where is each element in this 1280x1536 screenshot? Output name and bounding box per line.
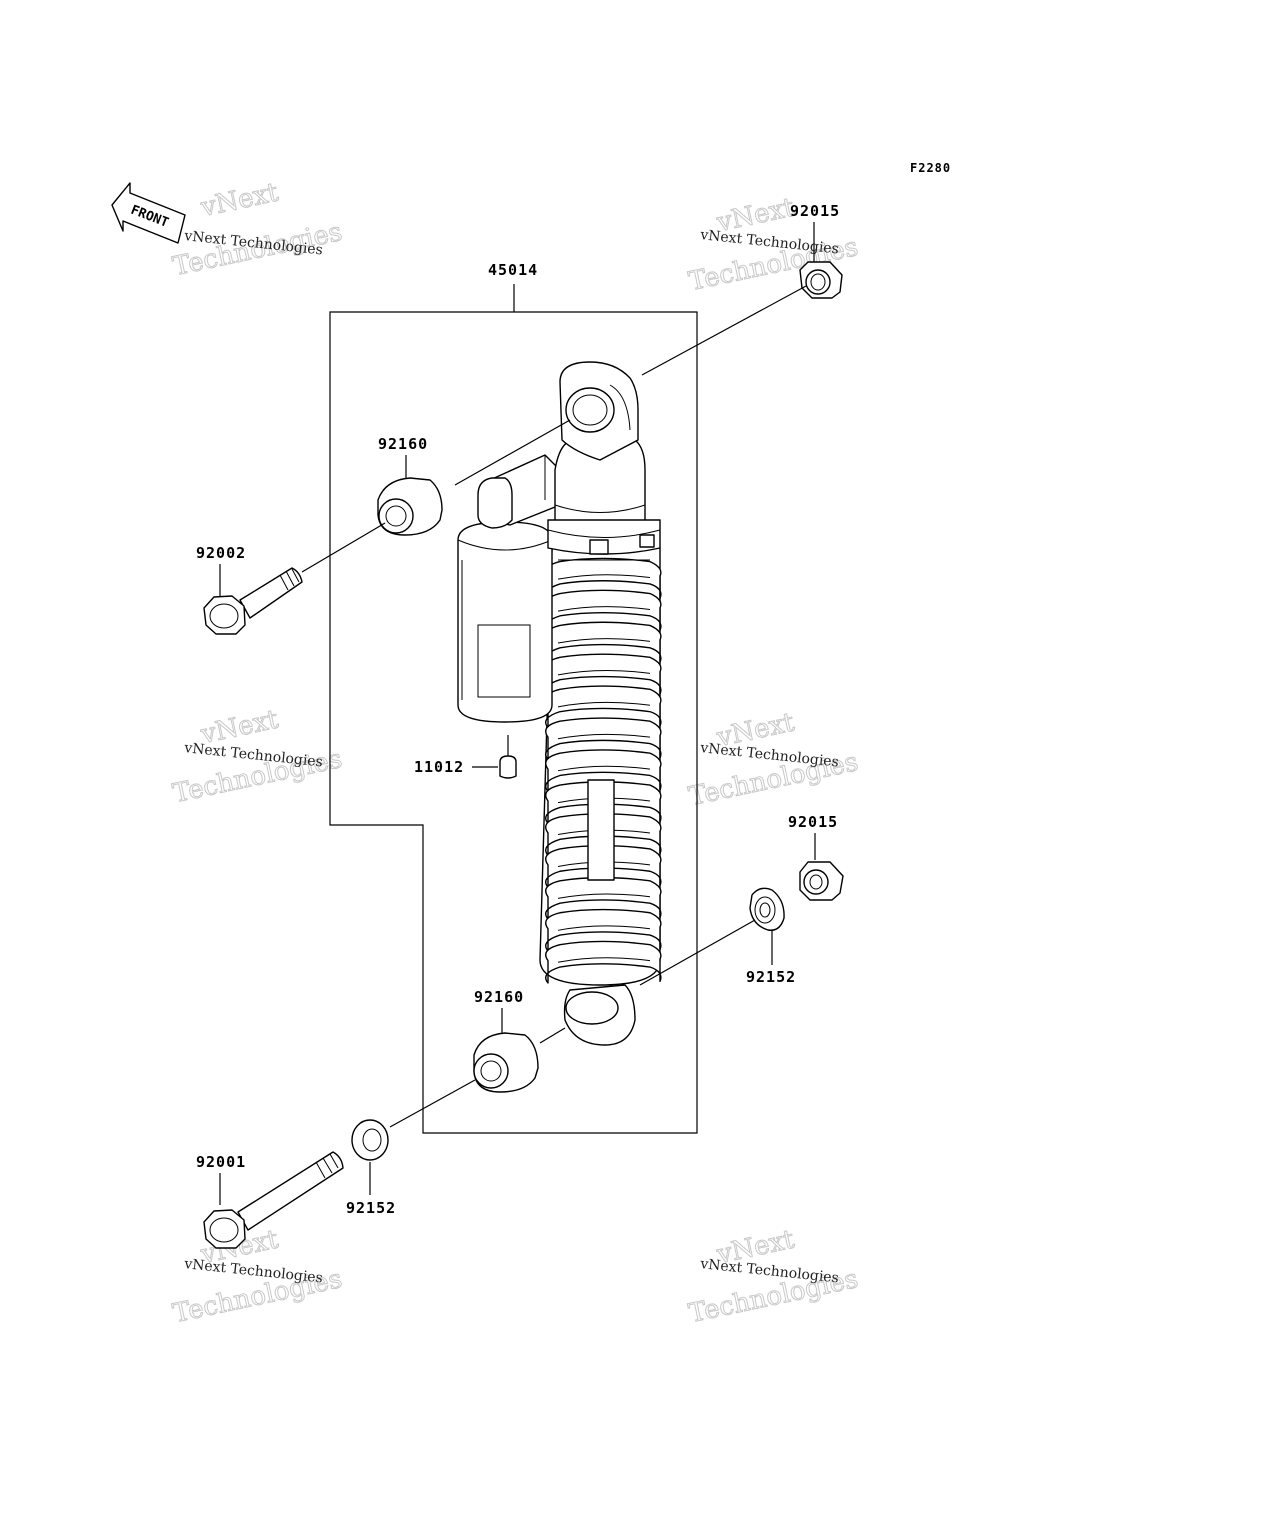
spring-coil bbox=[545, 589, 662, 633]
spring-coil-inner bbox=[557, 574, 651, 580]
figure-code: F2280 bbox=[910, 161, 951, 175]
watermark-top-left: vNext Technologies bbox=[170, 177, 346, 283]
front-arrow-icon: FRONT bbox=[111, 182, 186, 244]
label-collar-bottom: 92160 bbox=[474, 988, 524, 1006]
label-bolt-top: 92002 bbox=[196, 544, 246, 562]
spring-coil bbox=[545, 717, 662, 761]
label-washer-left: 92152 bbox=[346, 1199, 396, 1217]
spring-coil bbox=[545, 653, 662, 697]
coil-spring bbox=[539, 534, 662, 986]
bottom-nut-part: 92015 bbox=[788, 813, 844, 901]
shock-absorber bbox=[457, 361, 662, 1046]
spring-coil bbox=[545, 685, 662, 729]
valve-cap-part: 11012 bbox=[414, 735, 517, 779]
svg-text:vNext: vNext bbox=[198, 177, 282, 223]
spring-coil-inner bbox=[557, 765, 651, 772]
spring-coil bbox=[545, 908, 662, 952]
spring-coil-inner bbox=[557, 638, 651, 644]
spring-coil-inner bbox=[557, 957, 651, 963]
spring-coil bbox=[545, 940, 662, 984]
top-eyelet bbox=[559, 361, 639, 461]
top-collar-part: 92160 bbox=[377, 419, 571, 536]
spring-coil bbox=[545, 621, 662, 665]
spring-coil-inner bbox=[557, 670, 651, 676]
label-bolt-bottom: 92001 bbox=[196, 1153, 246, 1171]
bottom-eyelet bbox=[563, 984, 636, 1046]
label-collar-top: 92160 bbox=[378, 435, 428, 453]
top-bolt-part: 92002 bbox=[196, 522, 386, 635]
label-nut-bottom: 92015 bbox=[788, 813, 838, 831]
assembly-bracket bbox=[329, 284, 698, 1134]
spring-coil-inner bbox=[557, 925, 651, 931]
label-nut-top: 92015 bbox=[790, 202, 840, 220]
spring-coil-inner bbox=[557, 606, 651, 612]
spring-coil bbox=[545, 876, 662, 920]
spring-coil-inner bbox=[557, 893, 651, 899]
left-washer-part: 92152 bbox=[346, 1079, 476, 1217]
right-washer-part: 92152 bbox=[639, 887, 796, 986]
spring-coil-inner bbox=[557, 733, 651, 740]
label-shock-assembly: 45014 bbox=[488, 261, 538, 279]
label-washer-right: 92152 bbox=[746, 968, 796, 986]
bottom-bolt-part: 92001 bbox=[196, 1151, 344, 1249]
spring-coil bbox=[545, 749, 662, 793]
top-nut-part: 92015 bbox=[641, 202, 843, 376]
bottom-collar-part: 92160 bbox=[473, 988, 566, 1093]
spring-coil-inner bbox=[557, 701, 651, 708]
spring-coil bbox=[545, 557, 662, 601]
label-valve-cap: 11012 bbox=[414, 758, 464, 776]
reservoir-tank bbox=[457, 521, 553, 723]
